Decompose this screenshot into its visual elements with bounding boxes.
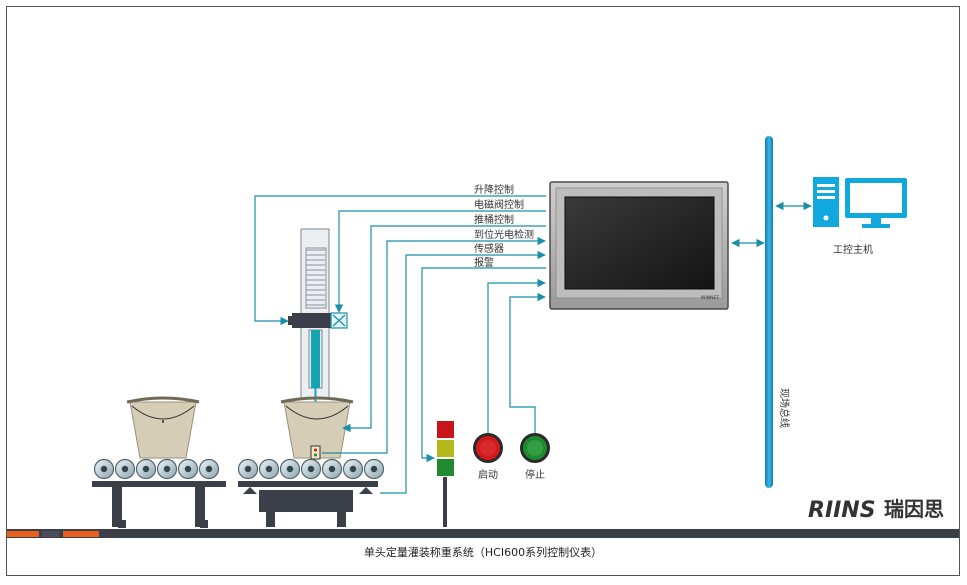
signal-label-photo: 到位光电检测 xyxy=(474,228,534,241)
field-bus-label: 现场总线 xyxy=(778,388,791,428)
hmi-screen xyxy=(564,196,715,290)
load-cell-right xyxy=(359,487,373,494)
start-button-label: 启动 xyxy=(478,468,498,481)
signal-label-lift: 升降控制 xyxy=(474,183,514,196)
filling-bucket xyxy=(283,401,351,459)
pc-label: 工控主机 xyxy=(833,243,873,256)
bottom-stripe xyxy=(7,529,959,538)
filling-head xyxy=(288,228,348,410)
fill-nozzle xyxy=(311,330,320,388)
load-cell-left xyxy=(243,487,257,494)
signal-label-alarm: 报警 xyxy=(474,256,494,269)
stop-button[interactable] xyxy=(520,433,550,463)
hmi-panel: WINNET xyxy=(549,181,729,310)
industrial-pc-icon xyxy=(813,177,907,228)
stop-button-label: 停止 xyxy=(525,468,545,481)
brand-logo-chinese: 瑞因思 xyxy=(884,497,944,521)
hmi-brand-text: WINNET xyxy=(701,295,719,301)
brand-logo-latin: RIINS xyxy=(808,498,876,523)
signal-label-valve: 电磁阀控制 xyxy=(474,198,524,211)
outer-frame xyxy=(6,6,960,576)
signal-label-push: 推桶控制 xyxy=(474,213,514,226)
signal-label-sensor: 传感器 xyxy=(474,242,504,255)
weighing-conveyor xyxy=(237,458,385,527)
diagram-caption: 单头定量灌装称重系统（HCI600系列控制仪表） xyxy=(364,545,602,559)
start-button[interactable] xyxy=(473,433,503,463)
left-conveyor xyxy=(92,396,226,528)
left-bucket xyxy=(129,401,197,459)
signal-wires xyxy=(254,195,546,494)
stack-light xyxy=(437,421,454,527)
field-bus xyxy=(765,136,773,488)
photo-sensor xyxy=(310,445,321,460)
